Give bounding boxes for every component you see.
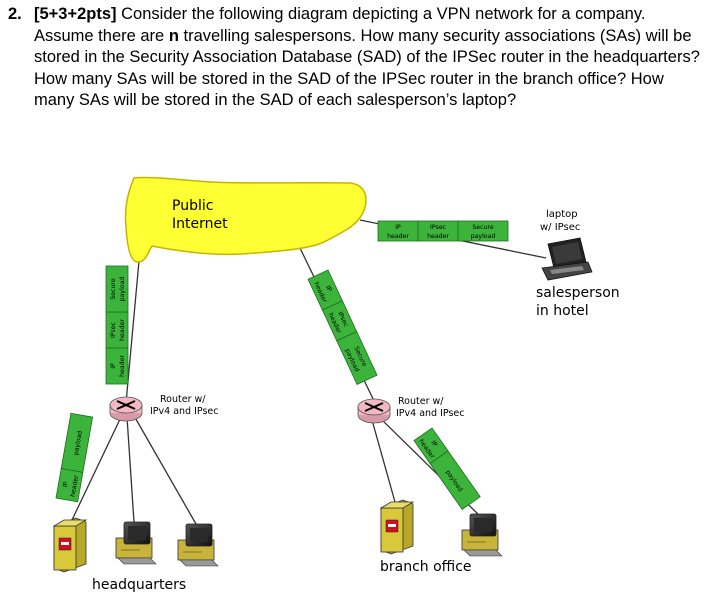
packet-top-secure-line2: payload (471, 233, 496, 240)
packet-hq-upper-ip-line1: IP (110, 363, 117, 369)
packet-branch-lower-ip-line1: IP (429, 439, 438, 448)
hq-pc2-icon (177, 523, 219, 567)
network-links (71, 219, 547, 525)
packet-top-ipsec-line1: IPsec (430, 224, 446, 231)
packet-hq-lower-ip-line1: IP (62, 481, 70, 488)
laptop-label-line1: laptop (546, 209, 578, 220)
branch-router-label-line1: Router w/ (398, 396, 444, 407)
laptop-label-line2: w/ IPsec (540, 222, 580, 233)
hq-server-icon (52, 517, 88, 573)
branch-router-label-line2: IPv4 and IPsec (396, 408, 465, 419)
salesperson-label-line1: salesperson (536, 285, 620, 301)
packet-hq-upper: IP header IPsec header Secure payload (105, 265, 129, 385)
packet-top-secure-line1: Secure (472, 224, 493, 231)
question-text-part1: Consider the following diagram depicting… (34, 5, 646, 45)
question-body: [5+3+2pts] Consider the following diagra… (34, 4, 708, 112)
packet-top: IP header IPsec header Secure payload (377, 220, 509, 242)
packet-hq-lower: IP header payload (55, 412, 94, 503)
laptop-icon (541, 237, 593, 281)
hq-router-label-line1: Router w/ (160, 394, 206, 405)
salesperson-label-line2: in hotel (536, 303, 589, 319)
branch-office-label: branch office (380, 559, 472, 575)
packet-hq-upper-ipsec-line1: IPsec (110, 321, 117, 337)
question-text-part2: travelling salespersons. How many securi… (34, 26, 700, 110)
branch-router-icon (357, 398, 391, 424)
link-hq-router-pc2 (132, 413, 197, 525)
packet-hq-lower-ip-line2: header (70, 474, 81, 497)
packet-top-ipsec-line2: header (427, 233, 449, 240)
packet-branch-lower: IP header payload (413, 427, 481, 510)
link-hq-router-pc1 (126, 416, 135, 523)
cloud-label-line1: Public (172, 198, 213, 214)
question-number: 2. (8, 5, 22, 23)
packet-hq-upper-ip-line2: header (119, 355, 126, 377)
hq-router-icon (109, 396, 143, 422)
hq-router-label-line2: IPv4 and IPsec (150, 406, 219, 417)
packet-hq-upper-ipsec-line2: header (119, 319, 126, 341)
link-hq-router-server (71, 414, 123, 521)
public-internet-cloud (124, 176, 367, 263)
packet-hq-upper-secure-line2: payload (119, 277, 126, 302)
question-points: [5+3+2pts] (34, 5, 117, 23)
packet-hq-upper-secure-line1: Secure (110, 278, 117, 299)
packet-top-ip-line2: header (387, 233, 409, 240)
packet-branch-upper: IP header IPsec header Secure payload (307, 269, 378, 385)
headquarters-label: headquarters (92, 577, 186, 593)
cloud-label-line2: Internet (172, 216, 228, 232)
branch-server-icon (379, 499, 415, 555)
question: 2. [5+3+2pts] Consider the following dia… (8, 4, 708, 112)
packet-branch-upper-ip-line1: IP (324, 285, 333, 293)
hq-pc1-icon (115, 521, 157, 565)
packet-top-ip-line1: IP (395, 224, 401, 231)
branch-pc-icon (461, 513, 503, 557)
link-branch-router-server (371, 419, 396, 503)
packet-hq-lower-payload: payload (73, 430, 84, 456)
question-n: n (168, 26, 179, 45)
